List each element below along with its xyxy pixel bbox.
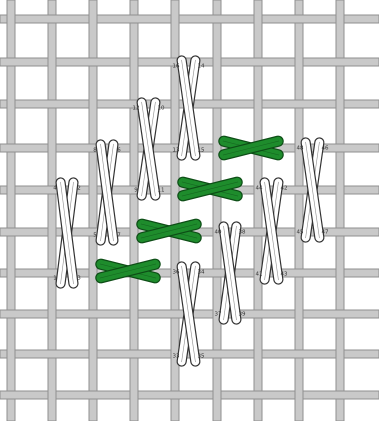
stitch-hole-label: 39 <box>239 312 246 318</box>
stitch-hole-label: 10 <box>158 106 165 112</box>
weave-overlap <box>130 57 138 67</box>
weave-overlap <box>89 185 97 195</box>
stitch-hole-label: 47 <box>322 230 329 236</box>
weave-overlap <box>7 14 15 24</box>
weave-overlap <box>254 14 262 24</box>
weave-overlap <box>254 99 262 109</box>
stitch-hole-label: 34 <box>198 270 205 276</box>
weave-overlap <box>48 57 56 67</box>
stitch-hole-label: 9 <box>134 188 138 194</box>
weave-overlap <box>130 390 138 400</box>
weave-overlap <box>171 99 179 109</box>
weave-overlap <box>130 143 138 153</box>
stitch-hole-label: 40 <box>215 230 222 236</box>
stitch-hole-label: 43 <box>281 272 288 278</box>
stitch-hole-label: 3 <box>77 276 81 282</box>
weave-overlap <box>130 309 138 319</box>
weave-overlap <box>336 185 344 195</box>
weave-overlap <box>336 349 344 359</box>
weave-overlap <box>48 309 56 319</box>
stitch-hole-label: 33 <box>173 354 180 360</box>
stitch-hole-label: 38 <box>239 230 246 236</box>
weave-overlap <box>295 390 303 400</box>
weave-overlap <box>48 390 56 400</box>
stitch-hole-label: 8 <box>93 148 97 154</box>
canvas-thread-horizontal <box>0 58 379 66</box>
stitch-hole-label: 12 <box>133 106 140 112</box>
stitch-hole-label: 42 <box>281 186 288 192</box>
stitch-hole-label: 48 <box>297 146 304 152</box>
stitch-hole-label: 16 <box>173 64 180 70</box>
weave-overlap <box>171 14 179 24</box>
canvas-thread-horizontal <box>0 391 379 399</box>
weave-overlap <box>89 99 97 109</box>
weave-overlap <box>7 99 15 109</box>
weave-overlap <box>89 14 97 24</box>
weave-overlap <box>213 390 221 400</box>
stitch-hole-label: 35 <box>198 354 205 360</box>
stitch-hole-label: 14 <box>198 64 205 70</box>
weave-overlap <box>7 349 15 359</box>
weave-overlap <box>295 57 303 67</box>
stitch-hole-label: 15 <box>198 148 205 154</box>
weave-overlap <box>89 349 97 359</box>
stitch-hole-label: 44 <box>256 186 263 192</box>
weave-overlap <box>336 268 344 278</box>
stitch-hole-label: 1 <box>53 276 57 282</box>
stitch-hole-label: 13 <box>173 148 180 154</box>
stitch-hole-label: 36 <box>173 270 180 276</box>
stitch-hole-label: 6 <box>117 148 121 154</box>
weave-overlap <box>213 57 221 67</box>
weave-overlap <box>336 14 344 24</box>
stitch-hole-label: 7 <box>117 233 121 239</box>
stitch-hole-label: 2 <box>77 186 81 192</box>
weave-overlap <box>7 185 15 195</box>
canvas-thread-horizontal <box>0 15 379 23</box>
stitch-hole-label: 4 <box>53 186 57 192</box>
weave-overlap <box>254 349 262 359</box>
weave-overlap <box>295 309 303 319</box>
weave-overlap <box>48 143 56 153</box>
weave-overlap <box>7 268 15 278</box>
weave-overlap <box>48 227 56 237</box>
stitch-hole-label: 45 <box>297 230 304 236</box>
weave-overlap <box>336 99 344 109</box>
stitch-hole-label: 37 <box>215 312 222 318</box>
stitch-hole-label: 5 <box>93 233 97 239</box>
stitch-hole-label: 41 <box>256 272 263 278</box>
stitch-hole-label: 46 <box>322 146 329 152</box>
stitch-hole-label: 11 <box>158 188 165 194</box>
